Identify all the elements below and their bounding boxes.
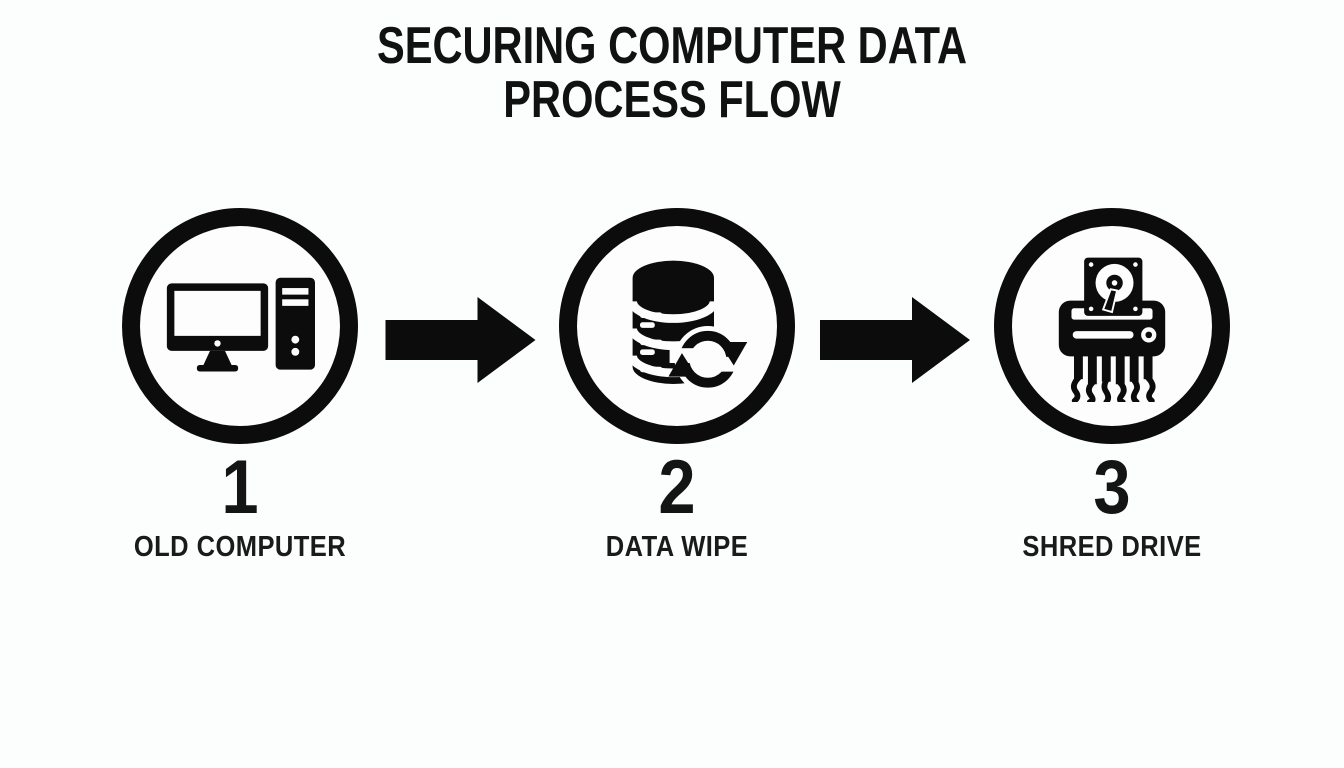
step-3-label: SHRED DRIVE (1022, 531, 1202, 563)
step-2-label: DATA WIPE (605, 531, 749, 563)
database-sync-icon (628, 260, 748, 393)
step-2: 2 DATA WIPE (559, 208, 795, 562)
arrow-right-icon (385, 297, 536, 383)
step-1: 1 OLD COMPUTER (122, 208, 358, 562)
step-3-circle (994, 208, 1230, 444)
step-3-number: 3 (1093, 445, 1131, 530)
step-1-circle (122, 208, 358, 444)
hard-drive-shredder-icon (1058, 257, 1166, 402)
step-2-circle (559, 208, 795, 444)
arrow-2 (820, 297, 970, 383)
step-1-number: 1 (221, 445, 259, 530)
title-line-1: SECURING COMPUTER DATA (376, 17, 968, 75)
step-3: 3 SHRED DRIVE (994, 208, 1230, 562)
step-1-label: OLD COMPUTER (133, 531, 347, 563)
step-2-number: 2 (658, 445, 696, 530)
arrow-right-icon (820, 297, 970, 383)
diagram-title: SECURING COMPUTER DATA PROCESS FLOW (134, 17, 1209, 129)
title-line-2: PROCESS FLOW (503, 70, 841, 129)
desktop-computer-icon (166, 277, 315, 371)
arrow-1 (383, 297, 538, 383)
